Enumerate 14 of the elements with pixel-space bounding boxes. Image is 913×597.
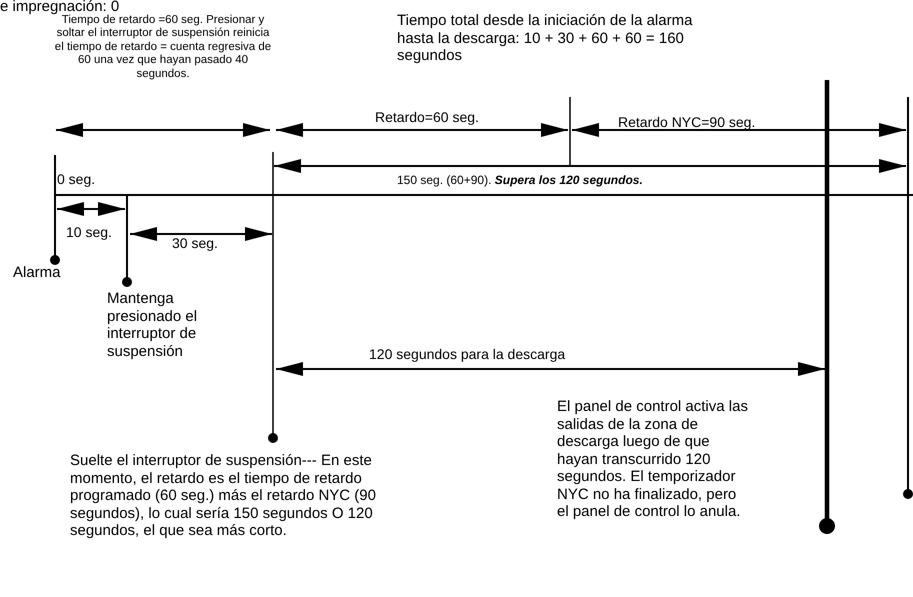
event-label: Mantenga presionado el interruptor de suspensión: [107, 290, 198, 360]
dimension-label: 30 seg.: [172, 235, 219, 252]
dimension-label: 150 seg. (60+90). Supera los 120 segundos.: [397, 173, 644, 188]
note-text: Tiempo total desde la iniciación de la alarma hasta la descarga: 10 + 30 + 60 + 60 = 160 segundos: [397, 12, 694, 65]
dimension-label: Retardo NYC=90 seg.: [618, 114, 756, 130]
event-label: Suelte el interruptor de suspensión--- En este momento, el retardo es el tiempo de retardo programado (60 seg.) más el retardo NYC (90 segundos), lo cual sería 150 segundos O 120 segundos, el que sea más corto.: [70, 452, 377, 540]
event-label: Alarma: [13, 264, 62, 282]
time-label: 0 seg.: [57, 171, 96, 188]
note-text: Tiempo de retardo =60 seg. Presionar y soltar el interruptor de suspensión reinicia el tiempo de retardo = cuenta regresiva de 60 una vez que hayan pasado 40 segundos.: [54, 14, 272, 82]
dimension-label: Retardo=60 seg.: [375, 109, 480, 126]
event-label: El panel de control activa las salidas de la zona de descarga luego de que hayan transcurrido 120 segundos. El temporizador NYC no ha finalizado, pero el panel de control lo anula.: [557, 398, 749, 521]
dimension-label: 120 segundos para la descarga: [369, 346, 566, 362]
heading-text: e impregnación: 0: [0, 0, 120, 15]
dimension-label: 10 seg.: [66, 224, 113, 240]
